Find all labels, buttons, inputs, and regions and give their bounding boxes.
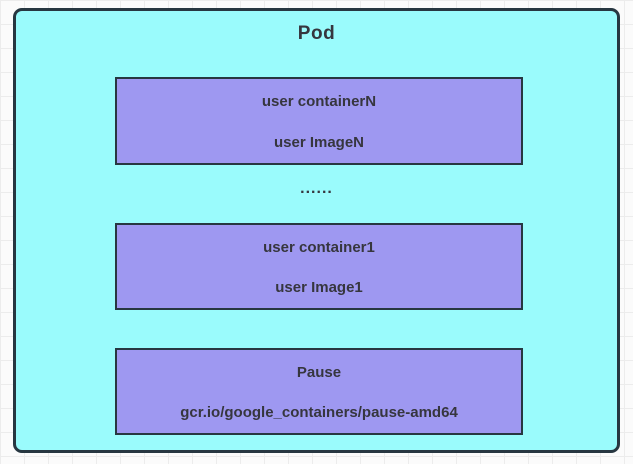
container-name: user container1: [263, 239, 375, 256]
user-container-1-box: user container1 user Image1: [115, 223, 523, 310]
container-image: user Image1: [275, 279, 363, 296]
pod-title: Pod: [297, 23, 336, 44]
container-name: Pause: [296, 364, 342, 381]
pause-container-box: Pause gcr.io/google_containers/pause-amd…: [115, 348, 523, 435]
container-image: user ImageN: [273, 134, 365, 151]
containers-ellipsis: ......: [300, 180, 333, 197]
container-image: gcr.io/google_containers/pause-amd64: [180, 404, 458, 421]
pod-box: Pod user containerN user ImageN ...... u…: [13, 8, 620, 453]
user-container-n-box: user containerN user ImageN: [115, 77, 523, 165]
container-name: user containerN: [261, 93, 377, 110]
